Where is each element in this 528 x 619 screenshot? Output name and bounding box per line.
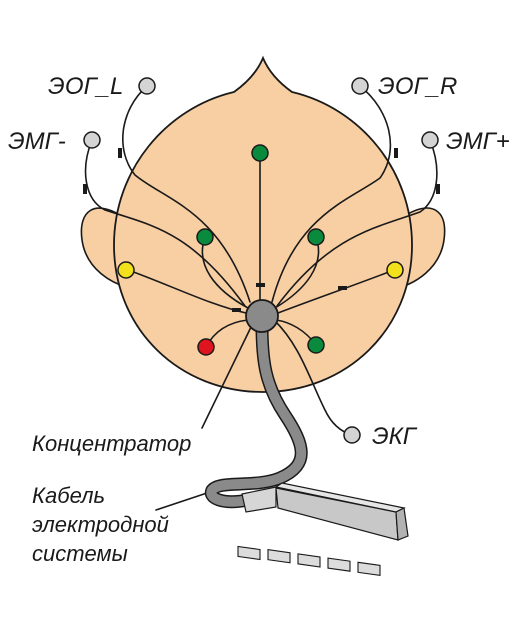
electrode-green-lower-right	[307, 336, 325, 354]
electrode-wires	[84, 85, 438, 511]
electrode-green-upper-left	[196, 228, 214, 246]
electrode-emg-minus	[83, 131, 101, 149]
label-hub: Концентратор	[32, 431, 191, 456]
electrode-eog-r	[351, 77, 369, 95]
wire-clips	[83, 148, 440, 312]
electrode-yellow-right	[386, 261, 404, 279]
electrode-emg-plus	[421, 131, 439, 149]
label-cable-line1: Кабель	[32, 483, 105, 508]
electrode-ekg	[343, 426, 361, 444]
electrode-green-top	[251, 144, 269, 162]
electrodes	[117, 144, 404, 356]
electrode-red	[197, 338, 215, 356]
label-cable-line3: системы	[32, 541, 128, 566]
label-emg-minus: ЭМГ-	[8, 128, 66, 155]
label-eog-l: ЭОГ_L	[48, 73, 123, 100]
electrode-yellow-left	[117, 261, 135, 279]
head	[113, 55, 413, 393]
electrode-eog-l	[138, 77, 156, 95]
label-emg-plus: ЭМГ+	[446, 128, 510, 155]
hub	[245, 299, 279, 333]
electrode-green-upper-right	[307, 228, 325, 246]
external-electrodes	[83, 77, 439, 444]
label-ekg: ЭКГ	[372, 423, 418, 450]
label-cable-line2: электродной	[32, 512, 169, 537]
cable-connector	[237, 482, 409, 577]
label-eog-r: ЭОГ_R	[378, 73, 457, 100]
